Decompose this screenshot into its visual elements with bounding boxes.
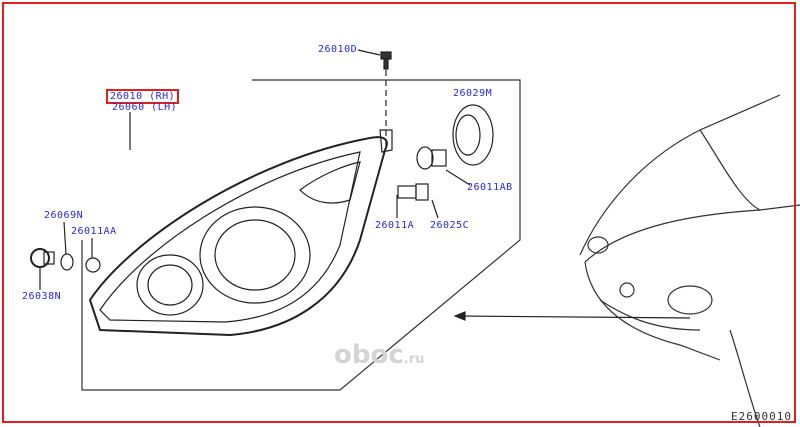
bulb-cap <box>452 104 494 166</box>
part-label-26025c[interactable]: 26025C <box>430 220 470 231</box>
car-sketch <box>579 94 800 427</box>
watermark-suffix: .ru <box>403 352 425 367</box>
part-label-26010d[interactable]: 26010D <box>318 44 358 55</box>
diagram-frame <box>2 2 796 423</box>
part-label-26011a[interactable]: 26011A <box>375 220 415 231</box>
headlamp-housing <box>88 129 393 337</box>
arrow-head-icon <box>453 311 466 321</box>
part-label-26010-rh[interactable]: 26010 (RH) <box>106 89 180 104</box>
part-label-26060-lh[interactable]: 26060 (LH) <box>112 102 178 113</box>
small-bulb-icon <box>397 183 429 201</box>
pointer-arrow <box>459 315 691 319</box>
assembly-outline <box>81 79 521 391</box>
leader-line <box>445 169 471 186</box>
part-label-26069n[interactable]: 26069N <box>44 210 84 221</box>
watermark-logo: oboc.ru <box>334 340 424 370</box>
bolt-icon <box>380 51 392 70</box>
gasket-icon <box>60 253 74 271</box>
part-label-26029m[interactable]: 26029M <box>453 88 493 99</box>
leader-line <box>357 49 381 56</box>
leader-line <box>63 221 67 255</box>
part-label-26011aa[interactable]: 26011AA <box>71 226 117 237</box>
part-label-26011ab[interactable]: 26011AB <box>467 182 513 193</box>
watermark-text: oboc <box>334 340 404 370</box>
part-label-26038n[interactable]: 26038N <box>22 291 62 302</box>
socket-icon <box>30 248 55 268</box>
bulb-icon <box>416 146 447 170</box>
side-bulb-icon <box>85 257 101 273</box>
leader-line <box>431 199 439 219</box>
diagram-code: E2600010 <box>731 410 792 423</box>
